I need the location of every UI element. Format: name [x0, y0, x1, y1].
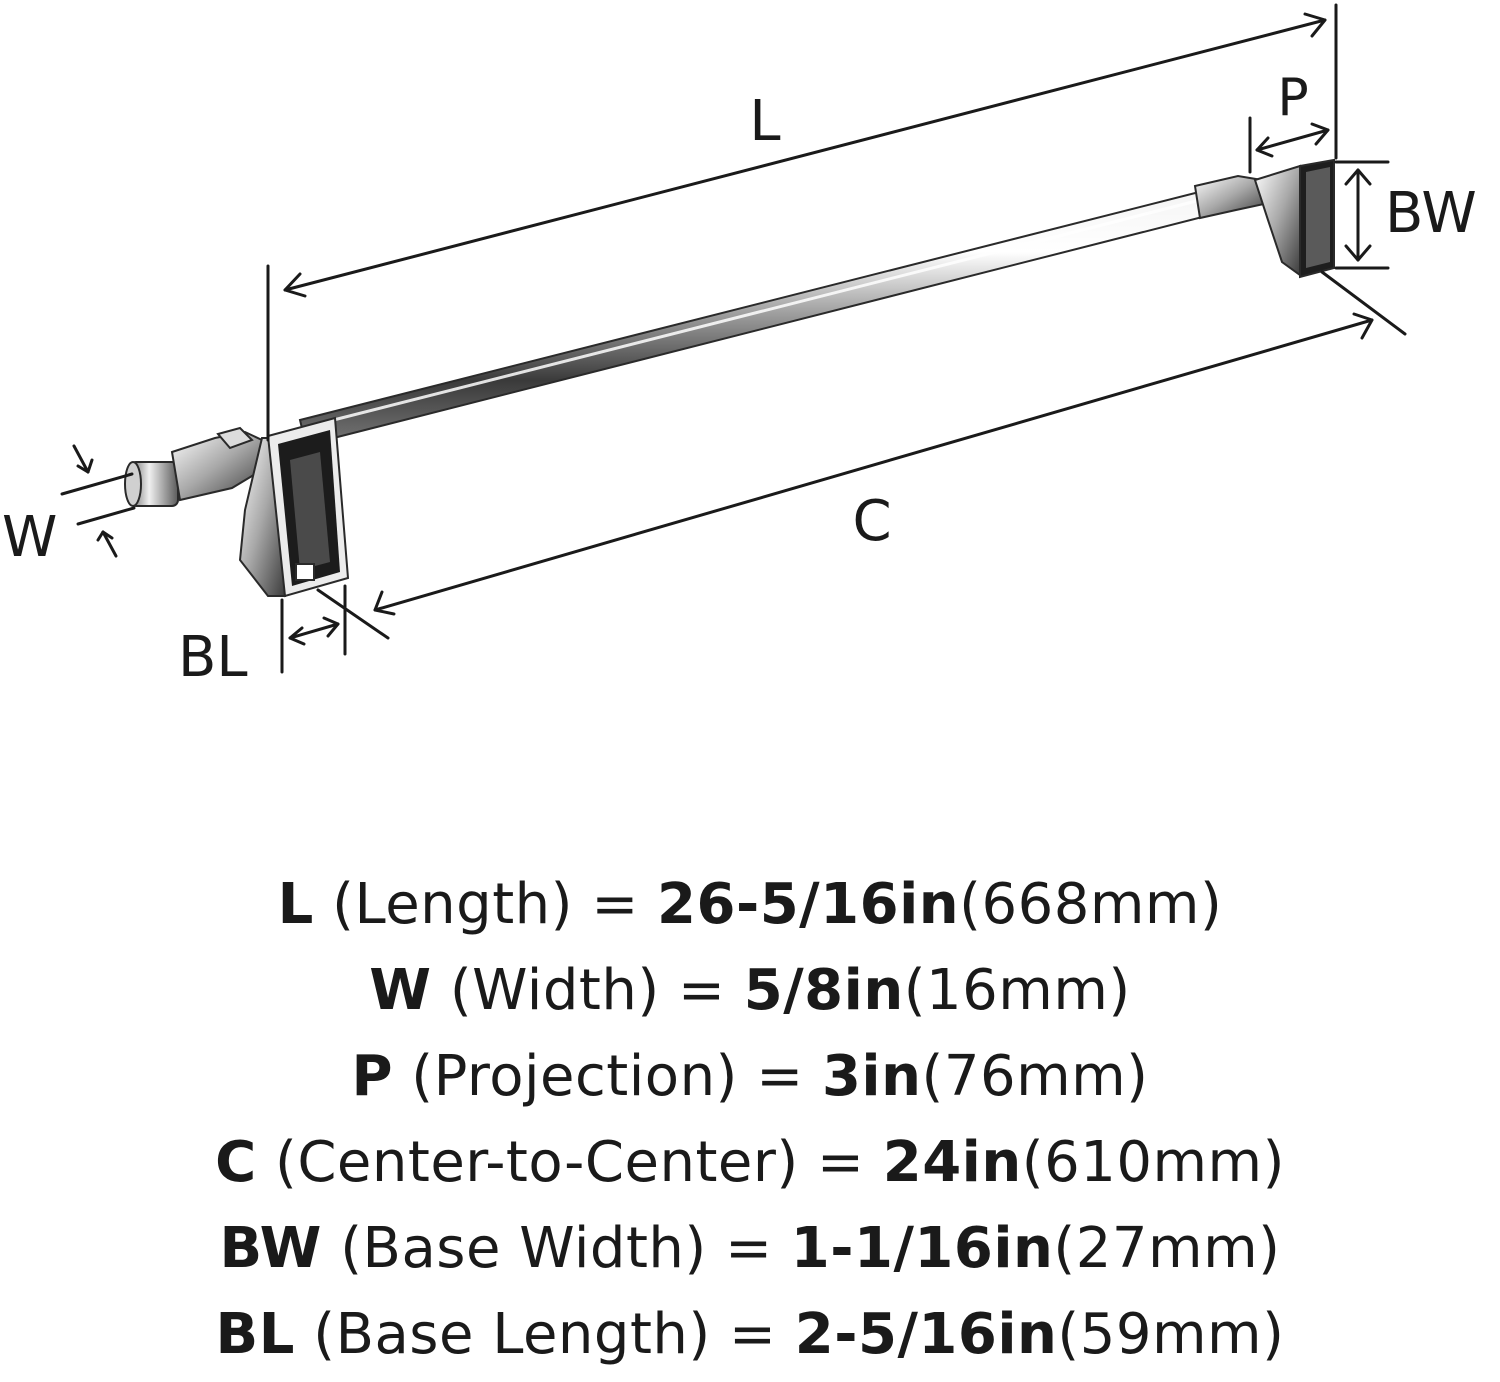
label-P: P [1277, 68, 1308, 128]
towel-bar-diagram: L P BW C W [2, 3, 1477, 690]
spec-length: L (Length) = 26-5/16in(668mm) [0, 862, 1500, 948]
dimension-W: W [2, 444, 136, 570]
label-BL: BL [178, 625, 248, 690]
spec-base-length: BL (Base Length) = 2-5/16in(59mm) [0, 1292, 1500, 1378]
spec-key: P [351, 1044, 393, 1109]
spec-key: BW [219, 1216, 322, 1281]
spec-center-to-center: C (Center-to-Center) = 24in(610mm) [0, 1120, 1500, 1206]
spec-value: 5/8in [743, 958, 904, 1023]
label-W: W [2, 505, 57, 570]
spec-width: W (Width) = 5/8in(16mm) [0, 948, 1500, 1034]
label-BW: BW [1385, 181, 1477, 246]
spec-value: 2-5/16in [794, 1302, 1058, 1367]
left-post [124, 416, 350, 598]
specifications-list: L (Length) = 26-5/16in(668mm) W (Width) … [0, 862, 1500, 1378]
spec-key: L [277, 872, 314, 937]
dimension-L: L [266, 3, 1338, 442]
spec-metric: (27mm) [1053, 1216, 1281, 1281]
dimension-BW: BW [1334, 160, 1477, 270]
spec-projection: P (Projection) = 3in(76mm) [0, 1034, 1500, 1120]
spec-desc: (Base Width) = [321, 1216, 791, 1281]
dimension-BL: BL [178, 584, 347, 690]
spec-key: C [215, 1130, 257, 1195]
spec-value: 24in [882, 1130, 1022, 1195]
spec-metric: (610mm) [1021, 1130, 1285, 1195]
spec-metric: (16mm) [903, 958, 1131, 1023]
spec-metric: (668mm) [959, 872, 1223, 937]
spec-metric: (59mm) [1057, 1302, 1285, 1367]
spec-key: BL [215, 1302, 295, 1367]
label-L: L [749, 89, 780, 154]
spec-base-width: BW (Base Width) = 1-1/16in(27mm) [0, 1206, 1500, 1292]
spec-key: W [369, 958, 432, 1023]
spec-desc: (Projection) = [393, 1044, 822, 1109]
spec-desc: (Base Length) = [294, 1302, 795, 1367]
dimension-P: P [1248, 68, 1330, 174]
spec-metric: (76mm) [921, 1044, 1149, 1109]
spec-desc: (Length) = [313, 872, 658, 937]
spec-desc: (Width) = [431, 958, 744, 1023]
dimension-C: C [316, 270, 1407, 640]
right-post [1193, 158, 1335, 279]
spec-value: 26-5/16in [657, 872, 960, 937]
label-C: C [852, 489, 891, 554]
spec-value: 3in [821, 1044, 922, 1109]
spec-value: 1-1/16in [790, 1216, 1054, 1281]
spec-desc: (Center-to-Center) = [256, 1130, 883, 1195]
towel-bar-rod [298, 186, 1224, 447]
